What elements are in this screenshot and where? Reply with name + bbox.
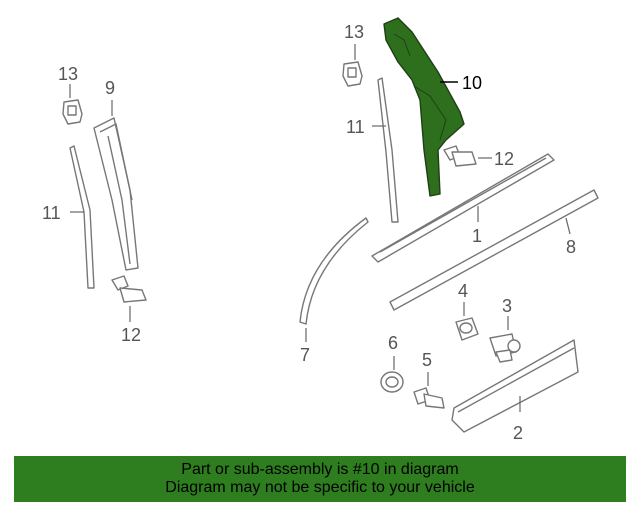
callout-6: 6	[388, 333, 398, 353]
callout-7: 7	[300, 345, 310, 365]
parts-diagram: 13 9 11 12 13 10 11 12	[42, 17, 599, 443]
part-3-push-clip	[489, 333, 521, 363]
part-4-grommet	[455, 317, 479, 341]
part-11-seal-left	[69, 145, 95, 289]
callout-11-left: 11	[42, 203, 61, 223]
part-7-curved-molding	[299, 217, 369, 325]
callout-9: 9	[105, 78, 115, 98]
leader-8	[565, 217, 571, 235]
part-13-clip-right	[342, 61, 363, 87]
callout-13-left: 13	[58, 64, 78, 84]
part-6-plug	[380, 371, 404, 393]
callout-13-right: 13	[344, 22, 364, 42]
part-13-clip-left	[62, 99, 83, 125]
part-11-seal-right	[377, 77, 399, 223]
callout-10: 10	[462, 73, 482, 93]
callout-5: 5	[422, 350, 432, 370]
callout-4: 4	[458, 281, 468, 301]
callout-12-right: 12	[494, 149, 514, 169]
callout-11-right: 11	[346, 117, 365, 137]
part-5-screw	[413, 387, 445, 409]
banner-line-1: Part or sub-assembly is #10 in diagram	[181, 461, 459, 478]
part-10-highlighted	[383, 17, 465, 197]
part-8-lower-molding	[389, 189, 599, 311]
part-2-door-molding	[451, 339, 579, 433]
part-12-bolt-right	[443, 145, 477, 167]
part-1-belt-molding	[371, 153, 555, 263]
part-9-pillar-trim	[93, 117, 139, 271]
callout-8: 8	[566, 237, 576, 257]
callout-1: 1	[472, 226, 482, 246]
callout-2: 2	[513, 423, 523, 443]
callout-12-left: 12	[121, 325, 141, 345]
banner-line-2: Diagram may not be specific to your vehi…	[165, 479, 475, 496]
info-banner: Part or sub-assembly is #10 in diagram D…	[14, 456, 626, 502]
callout-3: 3	[502, 296, 512, 316]
part-12-bolt-left	[111, 275, 147, 303]
